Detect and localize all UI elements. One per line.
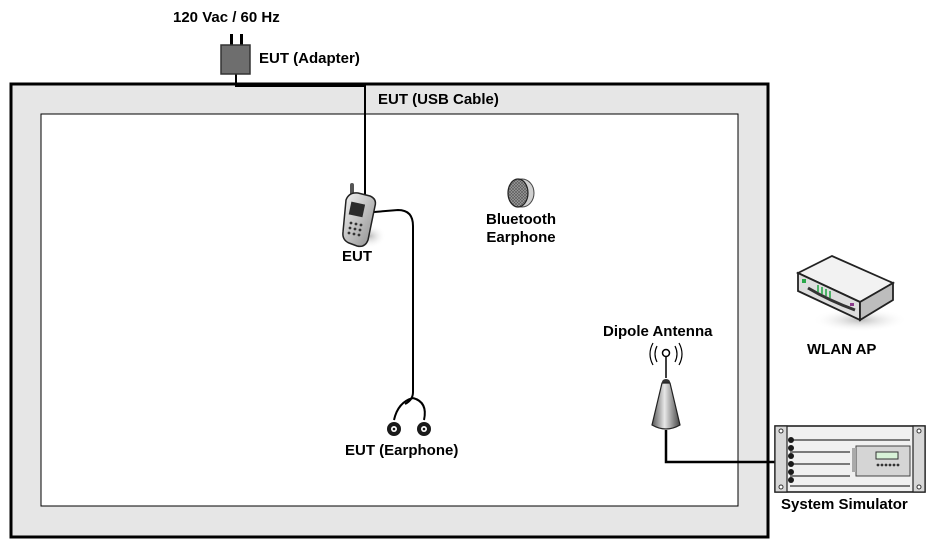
usb-cable-label: EUT (USB Cable)	[378, 91, 499, 108]
earphone-label: EUT (Earphone)	[345, 442, 459, 459]
earphone-cable-line	[373, 208, 414, 405]
eut-label: EUT	[342, 248, 372, 265]
bluetooth-label-line1: Bluetooth	[486, 211, 556, 228]
wired-earphone-icon	[387, 422, 431, 436]
wlan-router-icon	[795, 255, 908, 332]
power-adapter-icon	[220, 34, 251, 75]
dipole-antenna-label: Dipole Antenna	[603, 323, 713, 340]
antenna-cable-line	[664, 430, 785, 464]
usb-cable-line	[235, 74, 366, 195]
power-source-label: 120 Vac / 60 Hz	[173, 9, 280, 26]
mobile-phone-icon	[342, 183, 386, 248]
system-simulator-label: System Simulator	[781, 496, 908, 513]
bluetooth-earphone-icon	[507, 178, 535, 208]
inner-table	[40, 113, 739, 507]
earphone-split-line	[393, 397, 426, 421]
bluetooth-earphone-label: Bluetooth Earphone	[475, 211, 567, 247]
wlan-ap-label: WLAN AP	[807, 341, 877, 358]
dipole-antenna-icon	[649, 342, 683, 430]
adapter-label: EUT (Adapter)	[259, 50, 360, 67]
bluetooth-label-line2: Earphone	[486, 229, 556, 246]
system-simulator-icon	[774, 425, 926, 493]
